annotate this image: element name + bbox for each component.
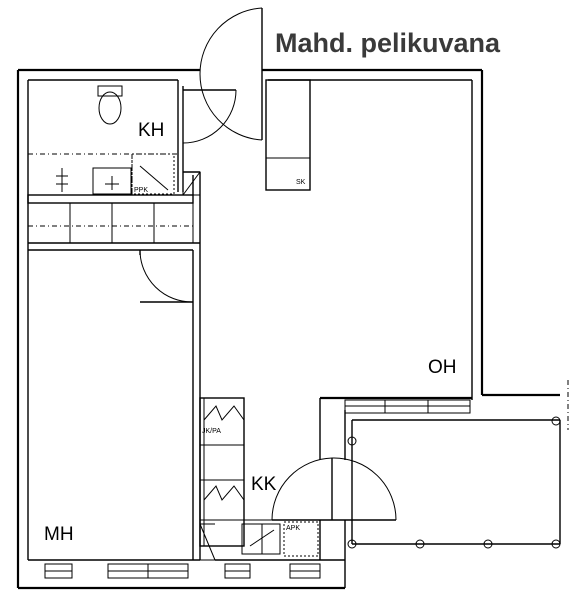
shower-area <box>28 153 178 195</box>
wardrobe-sk: SK <box>265 79 311 191</box>
kitchen-counter: APK <box>199 519 321 561</box>
corridor-cabinet <box>182 171 201 196</box>
sink-icon <box>92 167 132 195</box>
room-label-bathroom: KH <box>138 120 164 141</box>
window-bottom <box>44 563 321 579</box>
window-living-room <box>344 399 471 414</box>
plan-title: Mahd. pelikuvana <box>275 28 501 58</box>
fridge-freezer-label: JK/PA <box>202 428 221 435</box>
dryer-cabinet: PPK <box>131 153 175 195</box>
toilet-icon <box>97 85 123 125</box>
towel-radiator-icon <box>56 168 68 192</box>
interior-walls <box>27 80 201 560</box>
wardrobe-sk-label: SK <box>296 179 306 186</box>
outer-walls <box>16 68 560 590</box>
kitchen-units: JK/PA <box>199 397 245 547</box>
balcony <box>347 380 569 549</box>
room-label-kitchen: KK <box>251 474 277 495</box>
dryer-cabinet-label: PPK <box>134 187 148 194</box>
entrance-door-icon <box>199 7 263 141</box>
room-label-living-room: OH <box>428 357 457 378</box>
bedroom-door-icon <box>139 249 194 303</box>
dish-cabinet-label: APK <box>286 525 300 532</box>
room-label-bedroom: MH <box>44 524 74 545</box>
balcony-door-icon <box>271 457 397 521</box>
bathroom-door-icon <box>182 89 237 150</box>
